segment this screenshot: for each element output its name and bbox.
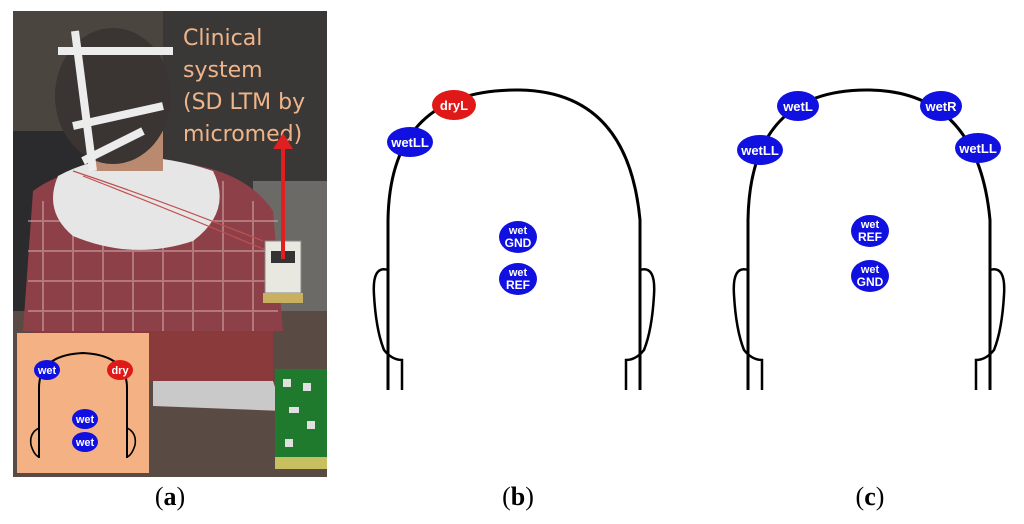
electrode-wetR bbox=[920, 91, 962, 121]
electrode-gnd-c bbox=[851, 260, 889, 292]
electrode-wetLL bbox=[387, 127, 433, 157]
electrode-gnd-c-label-2: GND bbox=[857, 275, 884, 289]
electrode-wetL bbox=[777, 91, 819, 121]
electrode-ref-c-label-1: wet bbox=[860, 219, 880, 231]
inset-electrode-center-bottom bbox=[72, 432, 98, 452]
caption-b: (b) bbox=[502, 482, 534, 511]
electrode-ref-c-label-2: REF bbox=[858, 230, 882, 244]
photo-panel: Clinical system (SD LTM by micromed) wet… bbox=[13, 11, 327, 477]
electrode-gnd-label-2: GND bbox=[505, 236, 532, 250]
clinical-system-label: Clinical system (SD LTM by micromed) bbox=[183, 26, 306, 147]
inset-electrode-center-bottom-label: wet bbox=[75, 437, 95, 449]
electrode-inset: wet dry wet wet bbox=[17, 333, 149, 473]
inset-electrode-right bbox=[107, 360, 133, 380]
electrode-ref-label-1: wet bbox=[508, 267, 528, 279]
electrode-wetLL-right-label: wetLL bbox=[958, 141, 997, 156]
electrode-dryL bbox=[432, 90, 476, 120]
electrode-ref-c bbox=[851, 215, 889, 247]
red-arrow-icon bbox=[273, 133, 293, 259]
electrode-wetL-label: wetL bbox=[782, 99, 813, 114]
electrode-ref-label-2: REF bbox=[506, 278, 530, 292]
electrode-dryL-label: dryL bbox=[440, 98, 468, 113]
inset-electrode-left bbox=[34, 360, 60, 380]
inset-electrode-center-top-label: wet bbox=[75, 414, 95, 426]
caption-c: (c) bbox=[855, 482, 885, 511]
electrode-wetLL-right bbox=[955, 133, 1001, 163]
electrode-wetR-label: wetR bbox=[924, 99, 957, 114]
electrode-wetLL-label: wetLL bbox=[390, 135, 429, 150]
electrode-wetLL-left bbox=[737, 135, 783, 165]
inset-electrode-right-label: dry bbox=[111, 365, 129, 377]
head-diagram-b: dryL wetLL wet GND wet REF bbox=[372, 88, 656, 390]
electrode-wetLL-left-label: wetLL bbox=[740, 143, 779, 158]
electrode-gnd bbox=[499, 221, 537, 253]
inset-electrode-center-top bbox=[72, 409, 98, 429]
head-diagram-c: wetL wetR wetLL wetLL wet REF wet GND bbox=[732, 88, 1006, 390]
electrode-ref bbox=[499, 263, 537, 295]
caption-a: (a) bbox=[154, 482, 186, 511]
inset-electrode-left-label: wet bbox=[37, 365, 57, 377]
electrode-gnd-label-1: wet bbox=[508, 225, 528, 237]
electrode-gnd-c-label-1: wet bbox=[860, 264, 880, 276]
